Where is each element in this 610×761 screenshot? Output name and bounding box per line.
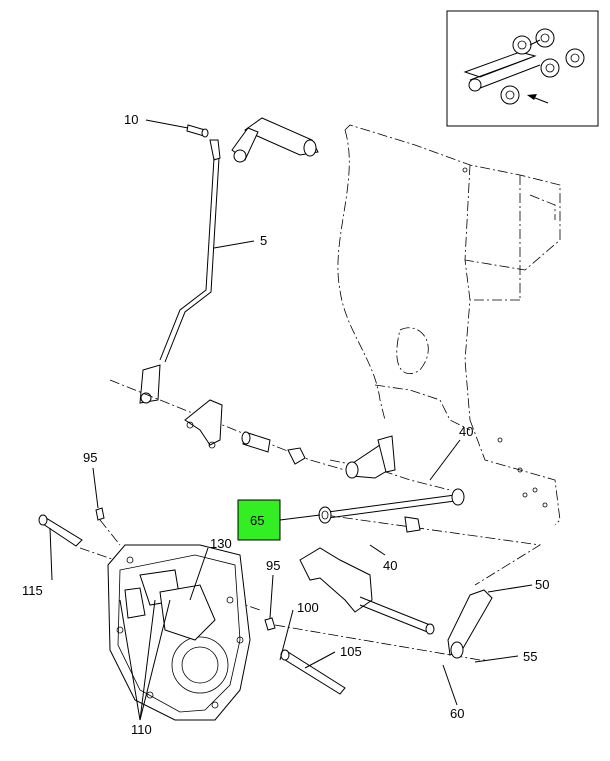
callout-95-upper: 95 bbox=[83, 450, 97, 465]
callout-65: 65 bbox=[250, 513, 264, 528]
callout-105: 105 bbox=[340, 644, 362, 659]
release-lever bbox=[345, 435, 396, 479]
clutch-housing bbox=[107, 544, 251, 721]
callout-115: 115 bbox=[22, 583, 43, 598]
callout-110: 110 bbox=[131, 722, 152, 737]
callout-95-lower: 95 bbox=[266, 558, 280, 573]
pedal-arm bbox=[231, 117, 319, 163]
rod-40 bbox=[318, 488, 465, 533]
callout-highlight-65 bbox=[237, 499, 281, 541]
shaft-105 bbox=[280, 649, 346, 695]
leader-lines bbox=[49, 119, 533, 721]
view-arrow-icon bbox=[527, 94, 549, 104]
callout-40-upper: 40 bbox=[459, 424, 473, 439]
truck-chassis-icon bbox=[463, 28, 585, 105]
callout-labels: 10 5 95 115 130 95 100 105 110 65 40 40 … bbox=[22, 112, 549, 737]
callout-60: 60 bbox=[450, 706, 464, 721]
callout-50: 50 bbox=[535, 577, 549, 592]
callout-55: 55 bbox=[523, 649, 537, 664]
fitting-95 bbox=[95, 507, 276, 631]
release-fork bbox=[299, 547, 435, 635]
bushing-65 bbox=[318, 506, 332, 524]
pin-115 bbox=[38, 514, 83, 547]
callout-130: 130 bbox=[210, 536, 232, 551]
callout-5: 5 bbox=[260, 233, 267, 248]
cross-shaft-bracket bbox=[184, 399, 306, 465]
rod-5 bbox=[139, 139, 221, 404]
pin-10 bbox=[186, 124, 209, 138]
callout-10: 10 bbox=[124, 112, 138, 127]
callout-40-lower: 40 bbox=[383, 558, 397, 573]
inset-view bbox=[446, 10, 599, 127]
callout-100: 100 bbox=[297, 600, 319, 615]
lever-arm-50 bbox=[447, 589, 493, 659]
